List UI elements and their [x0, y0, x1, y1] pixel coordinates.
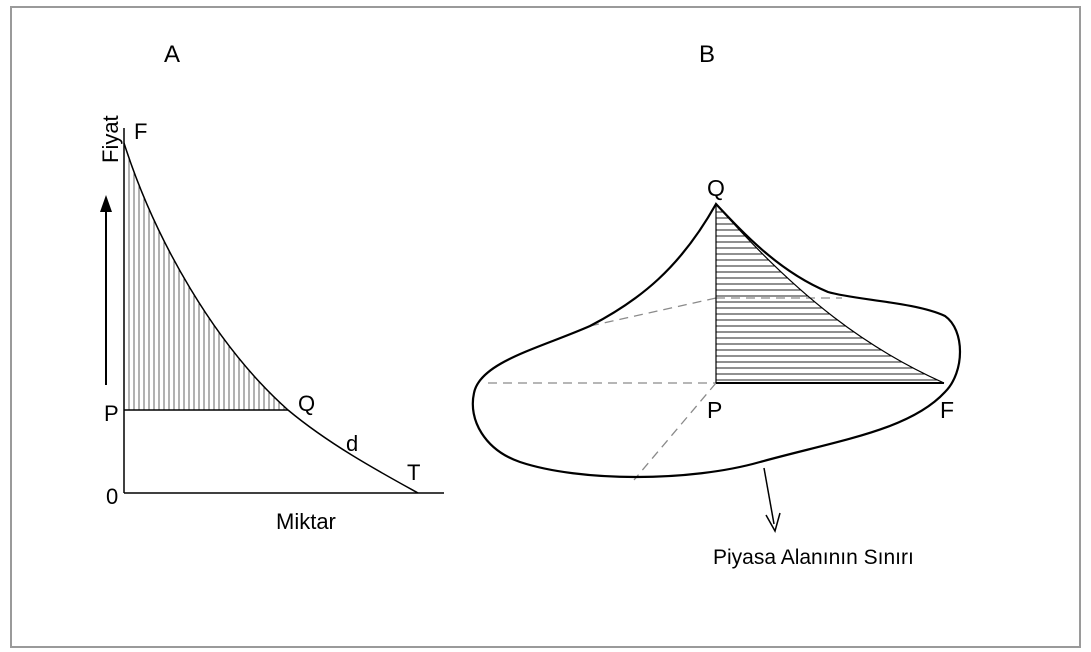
pointer-arrow-icon	[765, 512, 781, 533]
boundary-label: Piyasa Alanının Sınırı	[713, 546, 914, 569]
curve-d-label: d	[346, 431, 358, 456]
point-p-label: P	[104, 401, 119, 426]
point-q-label-b: Q	[707, 175, 725, 201]
y-axis-label: Fiyat	[98, 115, 123, 163]
dashed-lines	[488, 297, 842, 481]
point-q-label: Q	[298, 391, 315, 416]
origin-label: 0	[106, 484, 118, 509]
surplus-hatch-b	[716, 211, 944, 381]
inner-curve-b	[715, 203, 945, 384]
point-f-label: F	[134, 119, 147, 144]
figure-frame	[10, 6, 1081, 648]
panel-b-title: B	[699, 41, 715, 68]
boundary-pointer	[763, 467, 775, 525]
point-p-label-b: P	[707, 397, 722, 423]
panel-a-title: A	[164, 41, 180, 68]
point-f-label-b: F	[940, 397, 954, 423]
panel-a: A Fiyat F P Q d T 0 Miktar	[98, 41, 444, 534]
demand-curve	[123, 142, 419, 494]
consumer-surplus-hatch	[128, 143, 285, 410]
point-t-label: T	[407, 460, 420, 485]
arrow-head-icon	[100, 195, 112, 212]
panel-b: B Q P F Piyasa Alanının Sınırı	[471, 41, 962, 569]
x-axis-label: Miktar	[276, 509, 336, 534]
market-area-boundary	[471, 202, 962, 479]
